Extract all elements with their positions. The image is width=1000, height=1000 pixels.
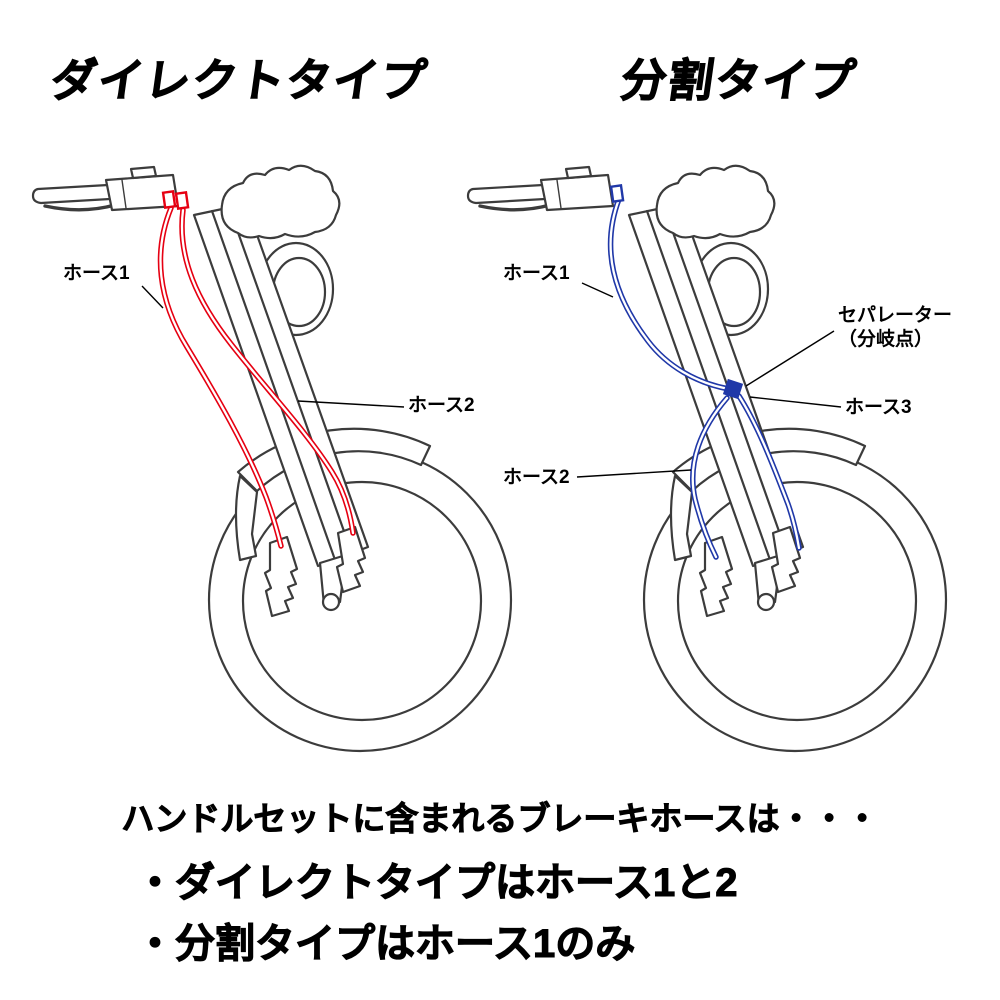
direct-hose2-core (180, 208, 355, 535)
label-split-separator-line2: （分岐点） (838, 328, 934, 350)
heading-split-type: 分割タイプ (617, 54, 861, 106)
direct-hose1 (157, 205, 284, 549)
label-split-separator-line1: セパレーター (838, 305, 953, 326)
leader-direct-hose1 (141, 285, 164, 309)
split-hose3-core (737, 394, 801, 550)
leader-split-separator (745, 330, 835, 387)
separator-junction (722, 378, 744, 400)
label-split-separator: セパレーター （分岐点） (838, 304, 952, 352)
direct-hose2 (179, 207, 356, 536)
split-banjo-fitting (609, 184, 625, 203)
split-hose3 (736, 393, 802, 551)
label-direct-hose1: ホース1 (63, 263, 130, 284)
split-hoses (607, 184, 802, 560)
leader-split-hose1 (581, 282, 614, 298)
direct-hose1-core (159, 206, 283, 548)
footer-intro: ハンドルセットに含まれるブレーキホースは・・・ (121, 800, 879, 838)
bullet-direct-type: ・ダイレクトタイプはホース1と2 (134, 860, 738, 905)
split-hose1 (607, 196, 732, 392)
leader-split-hose3 (749, 396, 842, 408)
label-split-hose1: ホース1 (503, 263, 570, 284)
split-hose1-core (609, 197, 731, 391)
direct-banjo-fitting-1 (161, 190, 177, 209)
leader-lines (141, 282, 842, 478)
bike-drawing-direct (31, 164, 513, 753)
footer-bullets: ・ダイレクトタイプはホース1と2 ・分割タイプはホース1のみ (134, 853, 738, 975)
label-split-hose3: ホース3 (845, 397, 912, 418)
heading-direct-type: ダイレクトタイプ (47, 54, 432, 106)
bullet-split-type: ・分割タイプはホース1のみ (134, 921, 636, 966)
direct-banjo-fitting-2 (174, 191, 190, 210)
label-split-hose2: ホース2 (503, 467, 570, 488)
split-hose2-core (691, 396, 729, 559)
label-direct-hose2: ホース2 (408, 395, 475, 416)
leader-split-hose2 (576, 469, 692, 478)
direct-hoses (157, 190, 356, 549)
split-hose2 (690, 395, 730, 560)
bike-drawing-split (466, 164, 948, 753)
leader-direct-hose2 (297, 400, 405, 408)
